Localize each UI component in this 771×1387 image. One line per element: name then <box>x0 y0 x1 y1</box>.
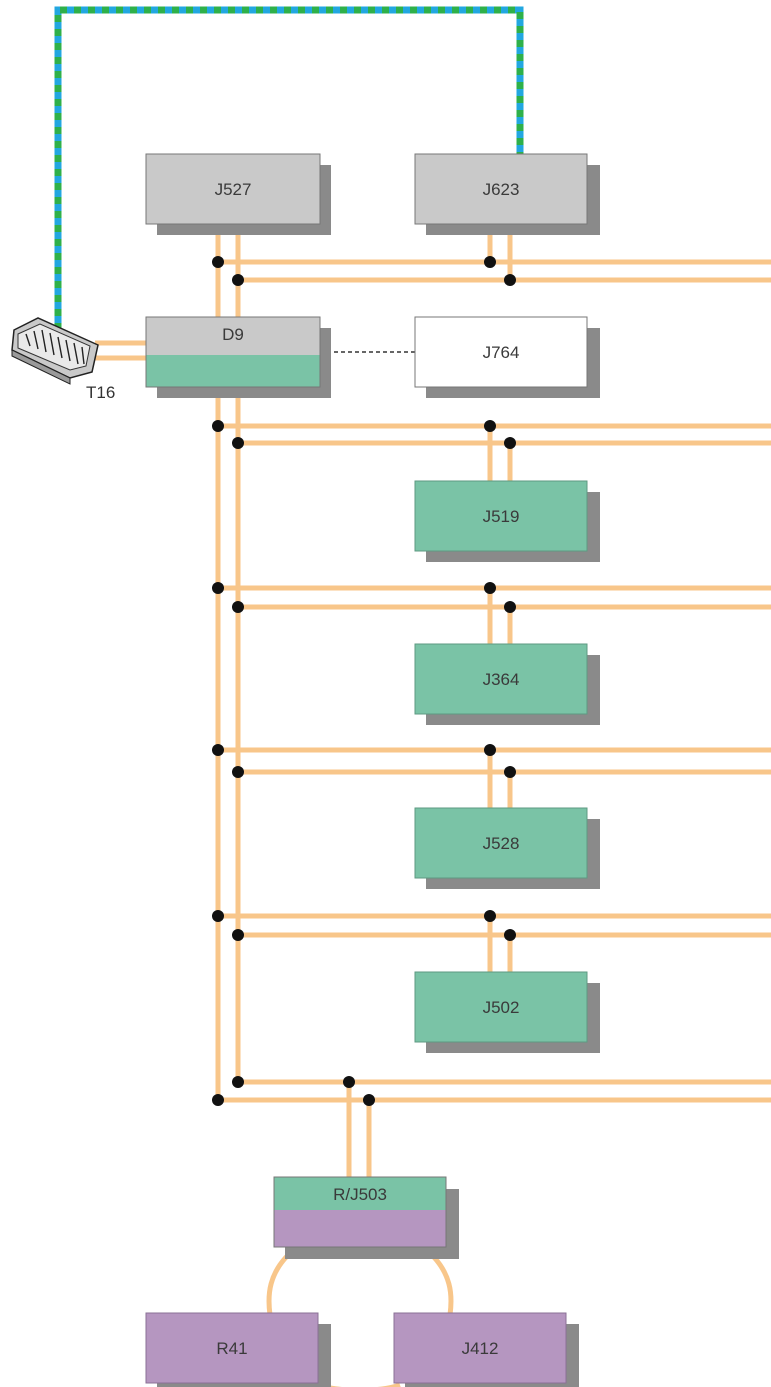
junction-dot <box>212 744 224 756</box>
module-j364: J364 <box>414 643 600 725</box>
junction-dot <box>504 929 516 941</box>
module-label: J519 <box>483 507 520 526</box>
module-d9: D9 <box>145 316 331 398</box>
junction-dot <box>212 420 224 432</box>
junction-dot <box>363 1094 375 1106</box>
module-label: J502 <box>483 998 520 1017</box>
junction-dot <box>343 1076 355 1088</box>
junction-dot <box>484 420 496 432</box>
module-r41: R41 <box>145 1312 331 1387</box>
module-j412: J412 <box>393 1312 579 1387</box>
junction-dots <box>212 256 516 1106</box>
junction-dot <box>232 1076 244 1088</box>
junction-dot <box>504 601 516 613</box>
junction-dot <box>232 437 244 449</box>
junction-dot <box>484 744 496 756</box>
module-label: J364 <box>483 670 520 689</box>
junction-dot <box>212 256 224 268</box>
module-label: R41 <box>216 1339 247 1358</box>
module-j623: J623 <box>414 153 600 235</box>
module-rj503: R/J503 <box>273 1176 459 1259</box>
junction-dot <box>212 910 224 922</box>
module-label: D9 <box>222 325 244 344</box>
module-label: J623 <box>483 180 520 199</box>
module-j527: J527 <box>145 153 331 235</box>
junction-dot <box>484 256 496 268</box>
junction-dot <box>504 274 516 286</box>
module-j519: J519 <box>414 480 600 562</box>
diagnostic-wire <box>54 6 524 330</box>
module-label: J764 <box>483 343 520 362</box>
module-j502: J502 <box>414 971 600 1053</box>
junction-dot <box>484 582 496 594</box>
junction-dot <box>232 766 244 778</box>
module-j528: J528 <box>414 807 600 889</box>
junction-dot <box>212 1094 224 1106</box>
module-label: J527 <box>215 180 252 199</box>
module-label: R/J503 <box>333 1185 387 1204</box>
module-label: J528 <box>483 834 520 853</box>
junction-dot <box>212 582 224 594</box>
connector-label: T16 <box>86 383 115 402</box>
junction-dot <box>232 601 244 613</box>
junction-dot <box>232 929 244 941</box>
junction-dot <box>504 766 516 778</box>
module-label: J412 <box>462 1339 499 1358</box>
junction-dot <box>232 274 244 286</box>
diagnostic-connector-icon <box>11 317 99 385</box>
module-j764: J764 <box>414 316 600 398</box>
junction-dot <box>504 437 516 449</box>
junction-dot <box>484 910 496 922</box>
